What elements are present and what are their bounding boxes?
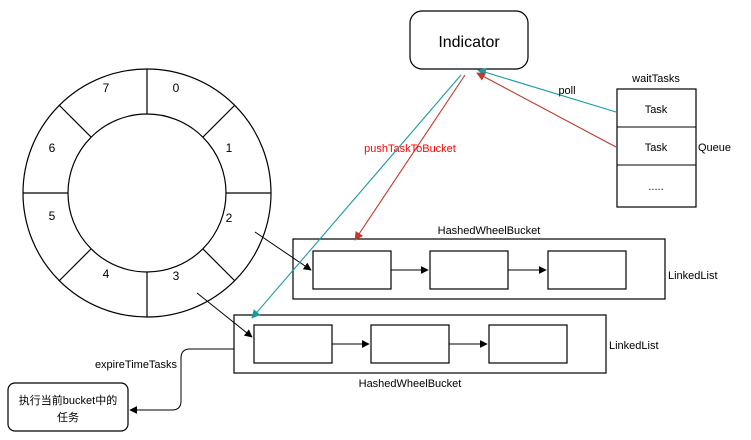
indicator-node: Indicator [409, 10, 529, 70]
result-box-frame [7, 382, 129, 432]
queue-box [616, 88, 697, 208]
wheel-spoke [58, 248, 92, 282]
wheel-slot-label: 0 [173, 81, 180, 95]
result-box: 执行当前bucket中的 任务 [7, 382, 129, 432]
slot2-to-bucket-arrow [254, 231, 312, 271]
result-box-line1: 执行当前bucket中的 [19, 393, 117, 407]
wait-tasks-queue: waitTasks Task Task ..... Queue [616, 73, 731, 208]
wheel-slot-label: 5 [49, 209, 56, 223]
queue-to-indicator-arrow [476, 72, 617, 148]
poll-arrow [477, 68, 617, 113]
wheel-spoke [58, 104, 92, 138]
bucket-top: HashedWheelBucket LinkedList [292, 225, 718, 300]
wheel-slot-label: 2 [226, 211, 233, 225]
wheel-inner-ring [67, 113, 227, 273]
wait-tasks-title: waitTasks [631, 73, 680, 85]
list-node [370, 324, 450, 364]
wheel-spoke [202, 104, 236, 138]
expire-label: expireTimeTasks [95, 359, 178, 371]
indicator-to-bucket-arrow [251, 74, 462, 319]
list-node [312, 250, 392, 290]
slot3-to-bucket-arrow [196, 292, 253, 338]
list-node [253, 324, 333, 364]
push-to-bucket-arrow [354, 74, 466, 241]
wheel-slot-label: 1 [226, 141, 233, 155]
expire-arrow [129, 348, 234, 414]
list-node [547, 250, 627, 290]
queue-item: ..... [648, 181, 663, 193]
queue-label: Queue [698, 142, 731, 154]
wheel-slot-label: 4 [103, 267, 110, 281]
wheel-slot-label: 3 [173, 269, 180, 283]
poll-label: poll [558, 85, 575, 97]
result-box-line2: 任务 [57, 411, 79, 424]
bucket-bottom-list-label: LinkedList [609, 340, 659, 352]
bucket-top-title: HashedWheelBucket [438, 225, 541, 237]
wheel-slot-label: 7 [103, 81, 110, 95]
wheel-spoke [202, 248, 236, 282]
timing-wheel: 0 1 2 3 4 5 6 7 [22, 68, 272, 318]
list-node [488, 324, 568, 364]
indicator-box [409, 10, 529, 70]
wheel-slot-label: 6 [49, 141, 56, 155]
queue-item: Task [645, 104, 668, 116]
bucket-top-list-label: LinkedList [668, 270, 718, 282]
indicator-label: Indicator [438, 34, 500, 51]
queue-item: Task [645, 142, 668, 154]
push-task-label: pushTaskToBucket [364, 143, 456, 155]
list-node [429, 250, 509, 290]
bucket-bottom-title: HashedWheelBucket [359, 378, 462, 390]
bucket-bottom: LinkedList HashedWheelBucket [233, 314, 659, 390]
